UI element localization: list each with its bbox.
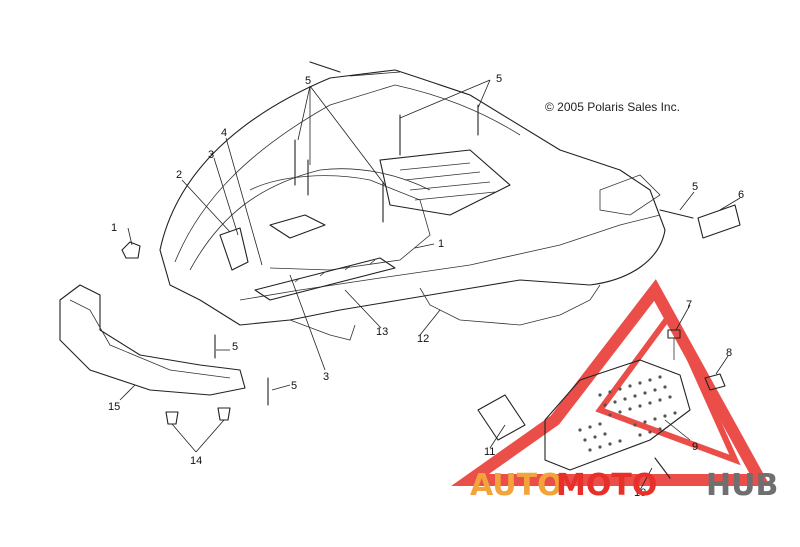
watermark-hub: HUB	[706, 468, 778, 503]
callout-8: 8	[726, 347, 732, 359]
callout-14: 14	[190, 455, 202, 467]
clip-8	[704, 373, 726, 391]
callout-10: 10	[634, 487, 646, 499]
callout-3: 3	[208, 149, 214, 161]
callout-15: 15	[108, 401, 120, 413]
callout-3: 3	[323, 371, 329, 383]
belly-pan	[159, 69, 666, 341]
decal-11	[477, 394, 526, 441]
copyright-notice: © 2005 Polaris Sales Inc.	[545, 100, 680, 114]
callout-7: 7	[686, 299, 692, 311]
callout-labels: 1 1 2 3 3 4 5 5 5 5 5 6 7 8 9 10 11 12 1…	[108, 73, 744, 499]
callout-11: 11	[484, 446, 495, 458]
watermark-auto: AUTO	[470, 468, 563, 503]
callout-4: 4	[221, 127, 227, 139]
callout-9: 9	[692, 441, 698, 453]
leader-lines	[119, 71, 741, 491]
callout-5: 5	[692, 181, 698, 193]
callout-5: 5	[232, 341, 238, 353]
callout-1: 1	[438, 238, 444, 250]
callout-2: 2	[176, 169, 182, 181]
bracket-13	[254, 257, 396, 301]
rivets-5	[214, 61, 694, 479]
callout-1: 1	[111, 222, 117, 234]
rear-plate	[379, 149, 511, 216]
bumper-15	[59, 284, 246, 396]
watermark-moto: MOTO	[556, 468, 657, 503]
callout-5: 5	[305, 75, 311, 87]
watermark-logo	[451, 279, 771, 486]
vent-housing-9	[544, 359, 691, 471]
callout-5: 5	[291, 380, 297, 392]
grommet-1	[121, 241, 141, 259]
decal-6	[697, 204, 741, 239]
watermark-text: AUTO MOTO HUB	[470, 468, 778, 503]
bracket-2	[219, 227, 249, 271]
callout-13: 13	[376, 326, 388, 338]
callout-12: 12	[417, 333, 429, 345]
callout-6: 6	[738, 189, 744, 201]
screws-14	[165, 407, 231, 425]
bracket-upper	[269, 214, 326, 239]
callout-5: 5	[496, 73, 502, 85]
